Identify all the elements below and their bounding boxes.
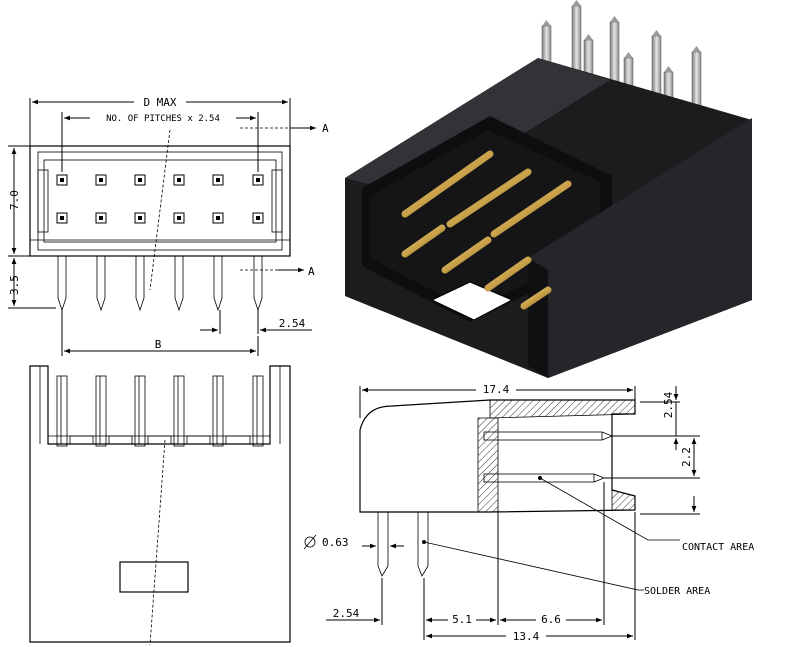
pin-core bbox=[138, 178, 142, 182]
pitches-label: NO. OF PITCHES x 2.54 bbox=[106, 114, 220, 124]
pin-core bbox=[177, 178, 181, 182]
section-a-top: A bbox=[322, 122, 329, 135]
pin-leg bbox=[253, 256, 263, 312]
dim-7-0: 7.0 bbox=[8, 190, 21, 210]
dim-2-2: 2.2 bbox=[680, 447, 693, 467]
front-pins bbox=[57, 256, 263, 312]
side-step bbox=[108, 435, 133, 445]
dim-2-54-side: 2.54 bbox=[662, 391, 675, 418]
photo-pin-tip bbox=[542, 20, 551, 26]
pin-core bbox=[216, 216, 220, 220]
pin-core bbox=[60, 178, 64, 182]
dim-2-54-bottom: 2.54 bbox=[333, 607, 360, 620]
pin-core bbox=[216, 178, 220, 182]
d-max-label: D MAX bbox=[143, 96, 176, 109]
photo-pin-tip bbox=[652, 30, 661, 36]
section-view: 17.4 2.54 2.2 CONTACT AREA bbox=[303, 382, 754, 643]
pin-leg bbox=[57, 256, 67, 312]
dim-2-54-top: 2.54 bbox=[279, 317, 306, 330]
photo-pin-tip bbox=[664, 66, 673, 72]
front-view: D MAX NO. OF PITCHES x 2.54 A A bbox=[8, 94, 329, 356]
side-step bbox=[147, 435, 172, 445]
side-step bbox=[69, 435, 94, 445]
side-pin bbox=[56, 375, 68, 447]
pin-core bbox=[138, 216, 142, 220]
contact-area-label: CONTACT AREA bbox=[682, 542, 754, 553]
pin-core bbox=[256, 178, 260, 182]
photo-pin-tip bbox=[572, 0, 581, 6]
side-step bbox=[186, 435, 211, 445]
dim-13-4: 13.4 bbox=[513, 630, 540, 643]
pin-leg bbox=[213, 256, 223, 312]
connector-photo bbox=[345, 0, 752, 378]
photo-pin-tip bbox=[692, 46, 701, 52]
pin-core bbox=[99, 178, 103, 182]
dim-b: B bbox=[155, 338, 162, 351]
pin-leg bbox=[135, 256, 145, 312]
side-pin bbox=[95, 375, 107, 447]
photo-pin-tip bbox=[584, 34, 593, 40]
dim-6-6: 6.6 bbox=[541, 613, 561, 626]
gold-pins bbox=[401, 150, 572, 310]
side-pin bbox=[252, 375, 264, 447]
photo-pin-tip bbox=[624, 52, 633, 58]
side-step bbox=[225, 435, 251, 445]
dim-17-4: 17.4 bbox=[483, 383, 510, 396]
side-pin bbox=[134, 375, 146, 447]
side-view bbox=[29, 365, 291, 646]
pin-core bbox=[60, 216, 64, 220]
solder-area-label: SOLDER AREA bbox=[644, 586, 710, 597]
side-pin bbox=[212, 375, 224, 447]
section-a-bottom: A bbox=[308, 265, 315, 278]
dim-0-63: 0.63 bbox=[322, 536, 349, 549]
pin-leg bbox=[96, 256, 106, 312]
pin-core bbox=[177, 216, 181, 220]
photo-pin-tip bbox=[610, 16, 619, 22]
dim-3-5: 3.5 bbox=[8, 275, 21, 295]
pin-grid bbox=[56, 174, 264, 224]
side-pin bbox=[173, 375, 185, 447]
dim-5-1: 5.1 bbox=[452, 613, 472, 626]
pin-core bbox=[256, 216, 260, 220]
pin-leg bbox=[174, 256, 184, 312]
pin-core bbox=[99, 216, 103, 220]
